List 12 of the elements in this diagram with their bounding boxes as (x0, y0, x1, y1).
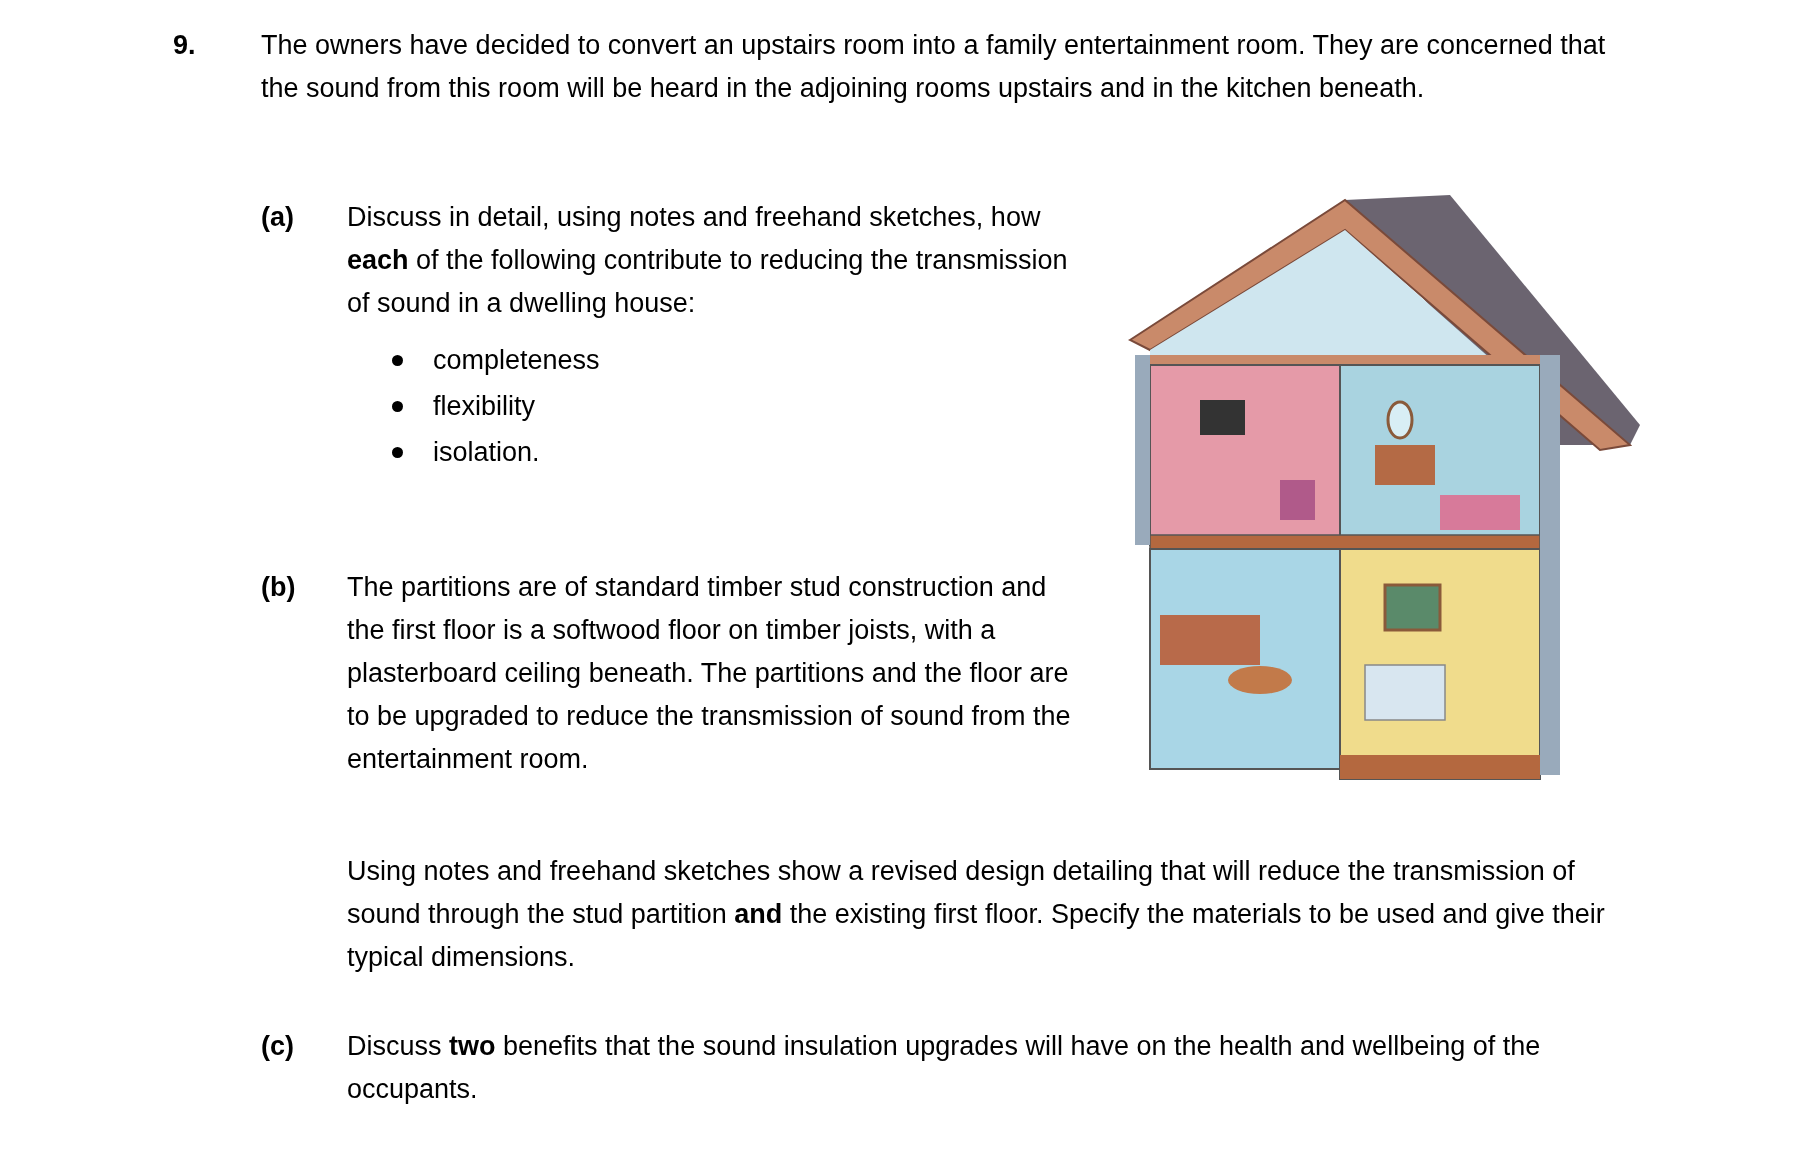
question-text: Discuss in detail, using notes and freehand sketches, how each of the following contribute to reducing the transmission of sound in a dwelling house: (347, 201, 1069, 320)
question-text: Discuss two benefits that the sound insulation upgrades will have on the health and wellbeing of the occupants. (347, 1030, 1542, 1106)
bullet-item: completeness (433, 344, 600, 377)
question-text: The owners have decided to convert an upstairs room into a family entertainment room. They are concerned that the sound from this room will be heard in the adjoining rooms upstairs and in the kitchen beneath. (261, 29, 1607, 105)
part-label: (b) (261, 571, 296, 604)
question-text: The partitions are of standard timber stud construction and the first floor is a softwood floor on timber joists, with a plasterboard ceiling beneath. The partitions and the floor are to be upgraded to reduce the transmission of sound from the entertainment room. (347, 571, 1072, 776)
question-text: Using notes and freehand sketches show a revised design detailing that will reduce the transmission of sound through the stud partition and the existing first floor. Specify the materials to be used and give their typical dimensions. (347, 855, 1606, 974)
bullet-item: flexibility (433, 390, 536, 423)
question-number: 9. (173, 29, 196, 62)
bullet-item: isolation. (433, 436, 540, 469)
part-label: (a) (261, 201, 294, 234)
part-label: (c) (261, 1030, 294, 1063)
